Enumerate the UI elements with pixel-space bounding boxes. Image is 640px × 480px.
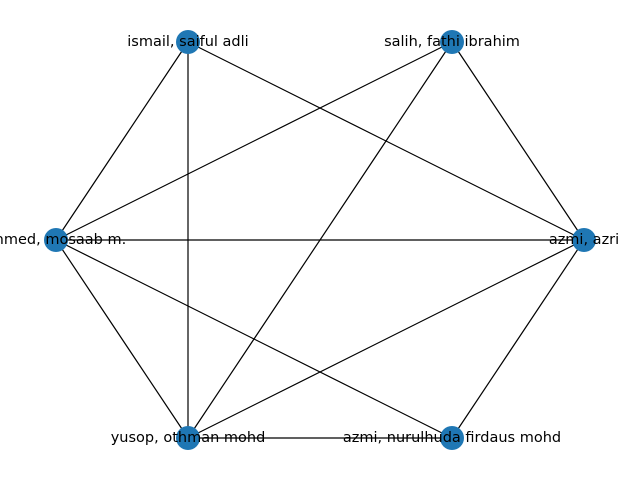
edges-layer [55,41,585,439]
node-mosaab [44,228,68,252]
labels-layer: ismail, saiful adli salih, fathi ibrahim a… [0,34,619,446]
edge-salih-azri [451,41,585,241]
node-azri [572,228,596,252]
node-salih [440,30,464,54]
node-label-mosaab: ahmed, mosaab m. [0,232,126,248]
edge-ismail-mosaab [55,41,189,241]
nodes-layer [44,30,596,450]
node-nurulhuda [440,426,464,450]
node-ismail [176,30,200,54]
node-label-azri: azmi, azri [549,232,619,248]
node-label-nurulhuda: azmi, nurulhuda firdaus mohd [343,430,561,446]
node-label-yusop: yusop, othman mohd [111,430,266,446]
edge-salih-mosaab [55,41,453,241]
edge-mosaab-yusop [55,239,189,439]
node-label-salih: salih, fathi ibrahim [384,34,520,50]
node-label-ismail: ismail, saiful adli [127,34,248,50]
edge-azri-yusop [187,239,585,439]
edge-azri-nurulhuda [451,239,585,439]
edge-mosaab-nurulhuda [55,239,453,439]
node-yusop [176,426,200,450]
